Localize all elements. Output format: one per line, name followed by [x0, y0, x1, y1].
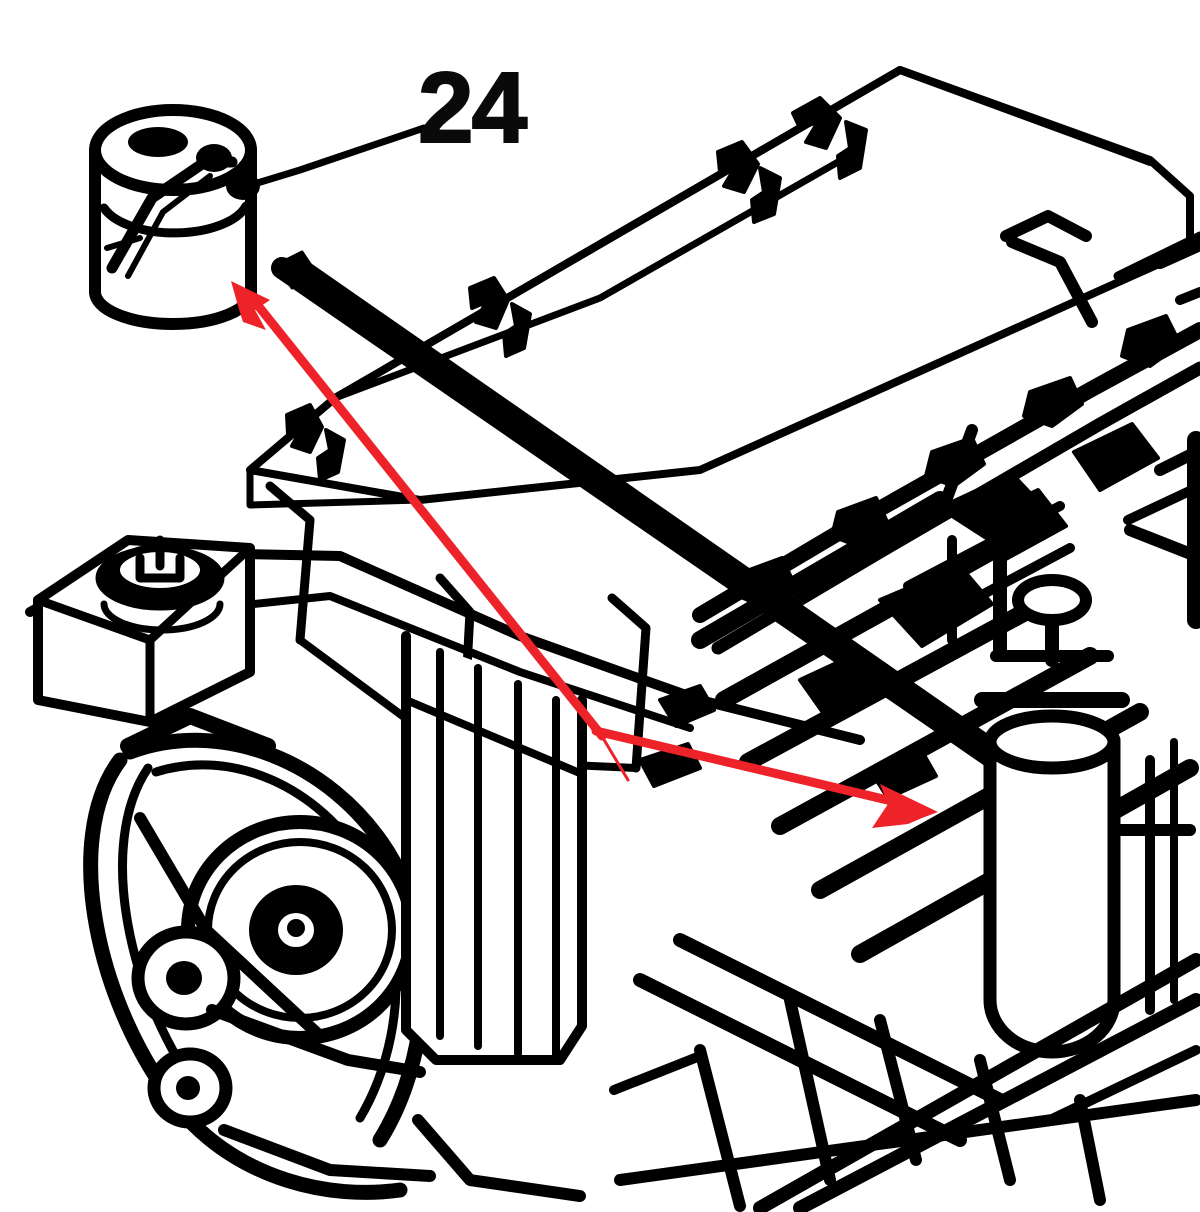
lower-frame: [609, 933, 1200, 1212]
part-24-canister: [89, 104, 257, 330]
arrow-segment-lower: [591, 726, 901, 807]
arrowhead-lower: [872, 784, 938, 828]
callout-leader-line: [226, 124, 428, 200]
right-edge-structure: [1123, 431, 1200, 629]
oil-fill-cap-housing: [33, 535, 255, 727]
bracket-cluster: [903, 472, 1075, 657]
callout-number-24: 24: [417, 52, 528, 164]
arrow-segment-upper: [247, 293, 607, 741]
arrow-hairline-tail: [598, 731, 630, 782]
arrowhead-upper: [231, 281, 270, 330]
red-annotation-arrow: [231, 281, 938, 828]
block-detail-right: [638, 422, 1160, 800]
engine-artwork: [25, 66, 1200, 1212]
belt-drive-assembly: [83, 708, 436, 1200]
engine-block-front: [401, 631, 587, 1202]
